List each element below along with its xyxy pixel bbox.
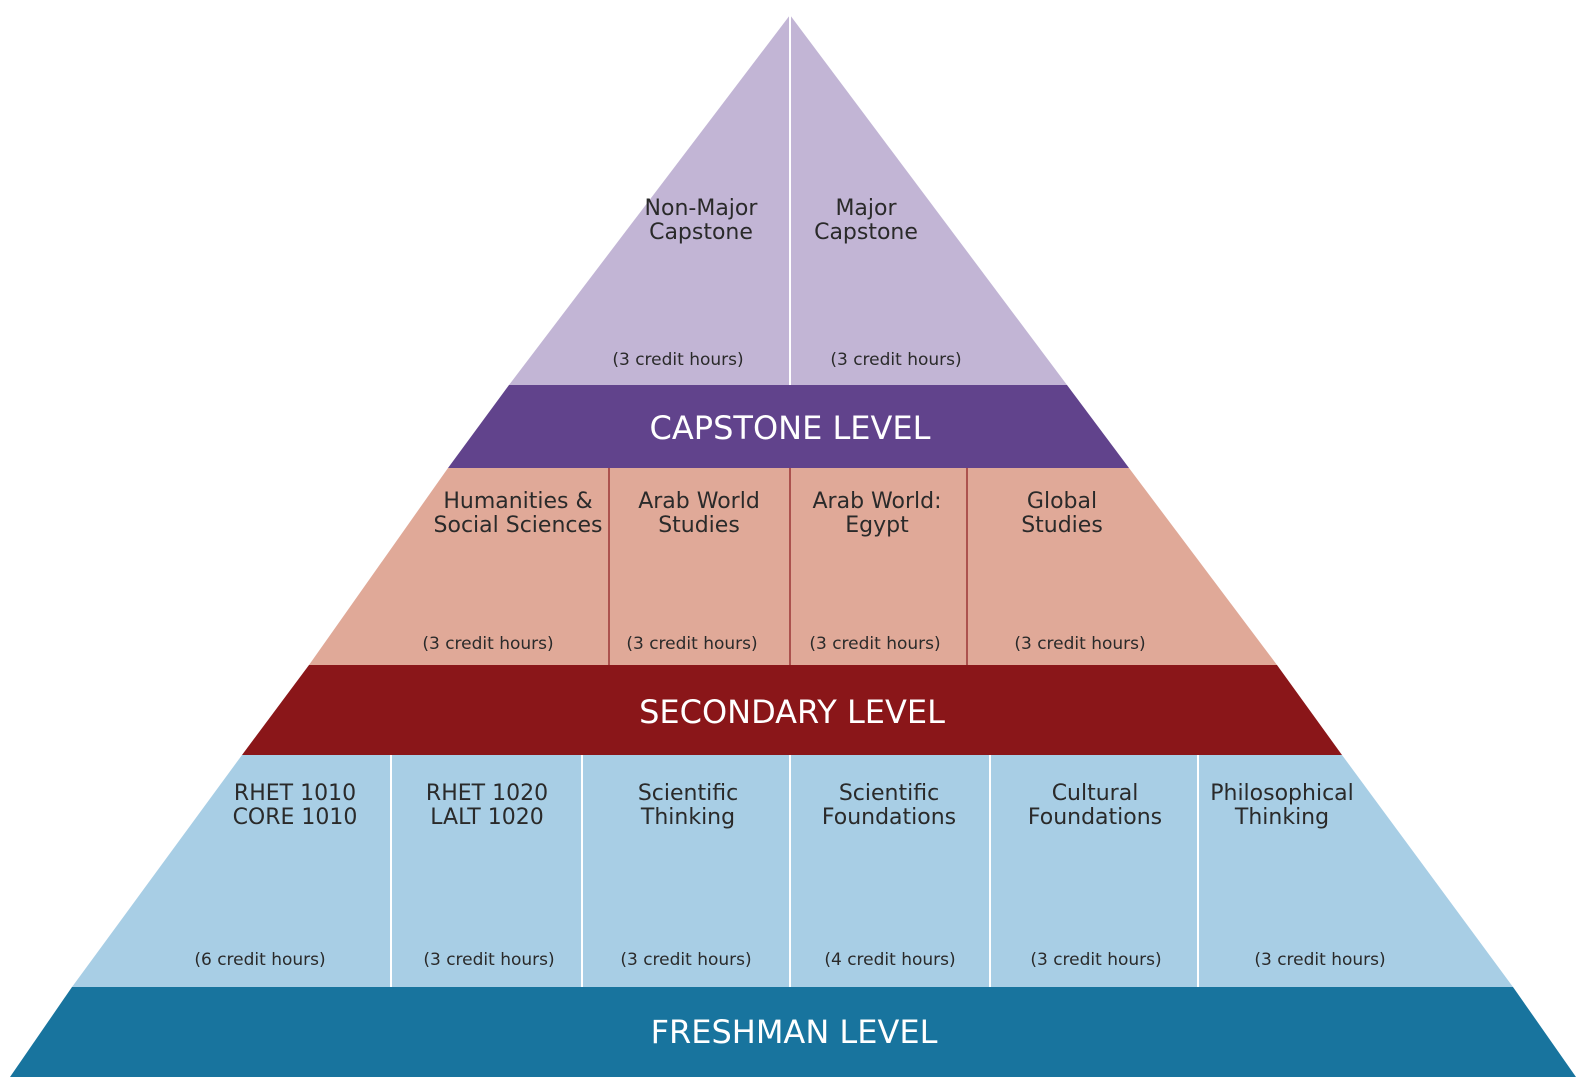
freshman-band: [10, 987, 1576, 1077]
secondary-section: [309, 468, 1277, 665]
secondary-band: [242, 665, 1342, 755]
capstone-band: [448, 385, 1129, 468]
capstone-section: [509, 15, 1067, 385]
freshman-section: [72, 755, 1513, 987]
